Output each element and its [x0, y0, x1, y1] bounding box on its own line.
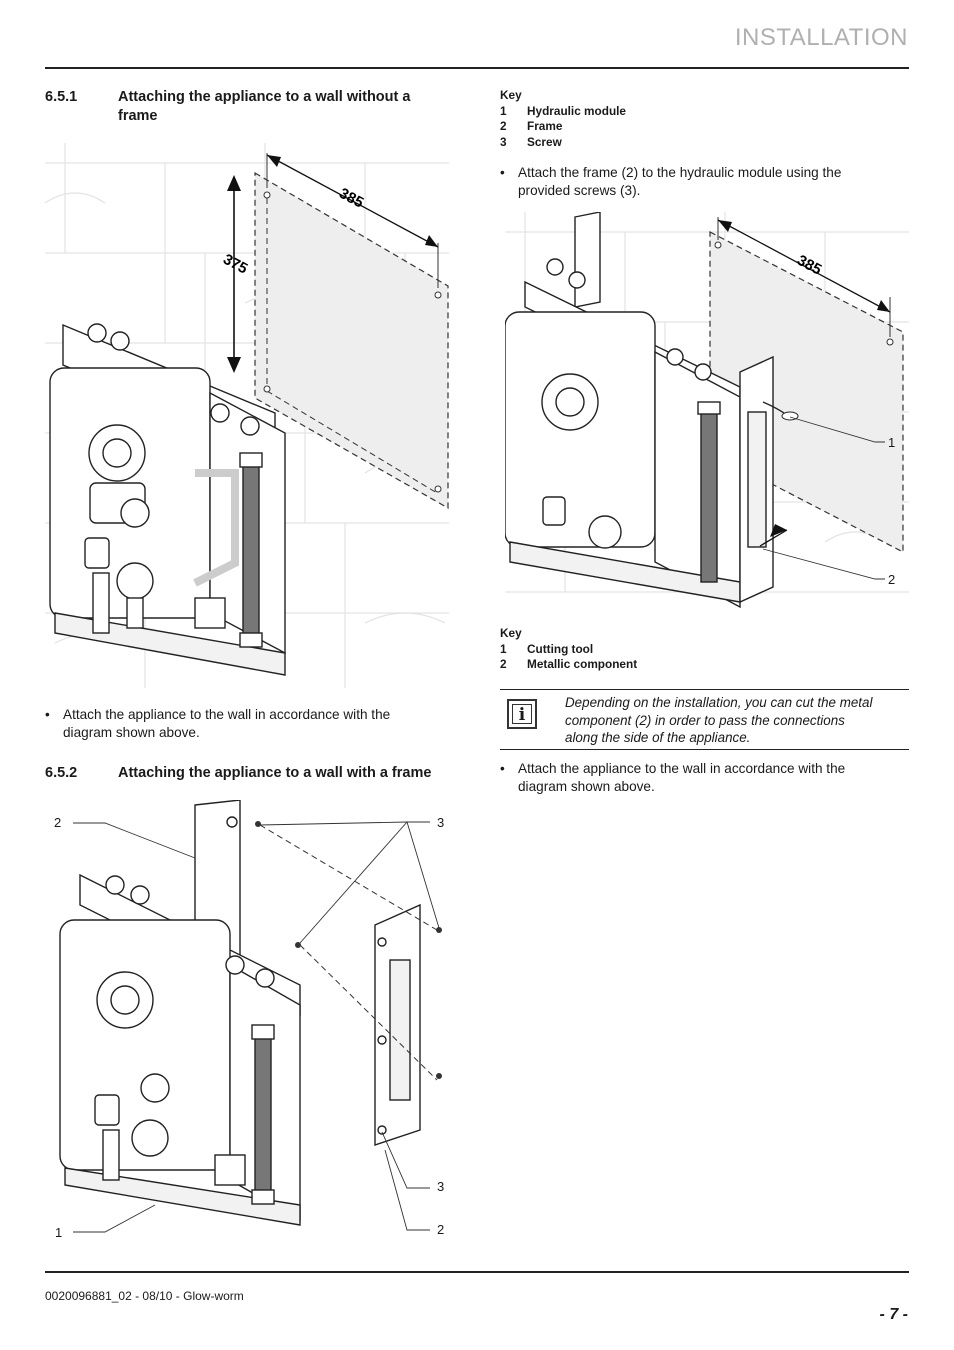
- key-list-frame: Key 1 Hydraulic module 2 Frame 3 Screw: [500, 88, 700, 152]
- footer-doc-reference: 0020096881_02 - 08/10 - Glow-worm: [45, 1289, 244, 1303]
- callout-1-cutting-tool: 1: [888, 435, 896, 450]
- key-item: 2 Metallic component: [500, 657, 638, 671]
- callout-leaders: [762, 416, 885, 580]
- callout-leaders: [73, 821, 440, 1233]
- hydraulic-module-drawing: [49, 323, 286, 676]
- key-item: 2 Frame: [500, 119, 563, 133]
- frame-and-module-drawing: [59, 800, 421, 1226]
- section-6-5-2-heading: 6.5.2 Attaching the appliance to a wall …: [45, 764, 465, 784]
- figure-wall-with-frame: [59, 800, 442, 1233]
- bullet-attach-without-frame: • Attach the appliance to the wall in ac…: [45, 707, 391, 740]
- bullet-attach-frame: • Attach the frame (2) to the hydraulic …: [500, 165, 842, 198]
- note-text: Depending on the installation, you can c…: [565, 695, 873, 745]
- bullet-attach-with-frame: • Attach the appliance to the wall in ac…: [500, 761, 846, 794]
- section-6-5-1-heading: 6.5.1 Attaching the appliance to a wall …: [45, 88, 465, 128]
- section-number: 6.5.2: [45, 765, 78, 781]
- key-item: 1 Cutting tool: [500, 641, 594, 656]
- section-number: 6.5.1: [45, 89, 78, 105]
- figure-frame-cutting: 385: [505, 212, 909, 609]
- callout-1-bottom: 1: [55, 1225, 63, 1240]
- screws: [255, 821, 442, 1081]
- figure-wall-without-frame: 385 375: [45, 143, 449, 688]
- key-item: 3 Screw: [500, 134, 562, 149]
- header-title: INSTALLATION: [734, 24, 908, 51]
- header-rule: [45, 67, 909, 69]
- callout-2-top: 2: [54, 815, 62, 830]
- info-note: i Depending on the installation, you can…: [500, 689, 909, 750]
- svg-text:385: 385: [336, 185, 366, 212]
- callout-3-top: 3: [437, 815, 445, 830]
- page-number: - 7 -: [879, 1306, 908, 1323]
- callout-2-bottom: 2: [437, 1222, 445, 1237]
- footer-rule: [45, 1271, 909, 1273]
- key-heading: Key: [500, 626, 522, 640]
- key-heading: Key: [500, 88, 522, 102]
- svg-text:375: 375: [220, 251, 250, 278]
- mounting-template: [254, 171, 449, 510]
- callout-3-bottom: 3: [437, 1179, 445, 1194]
- key-item: 1 Hydraulic module: [500, 103, 626, 118]
- info-icon: i: [507, 699, 537, 729]
- key-list-cutting: Key 1 Cutting tool 2 Metallic component: [500, 626, 720, 674]
- callout-2-metallic-component: 2: [888, 572, 896, 587]
- frame-and-module-drawing: [505, 212, 774, 609]
- section-title: Attaching the appliance to a wall with a…: [118, 765, 432, 781]
- section-title: Attaching the appliance to a wall withou…: [118, 89, 411, 124]
